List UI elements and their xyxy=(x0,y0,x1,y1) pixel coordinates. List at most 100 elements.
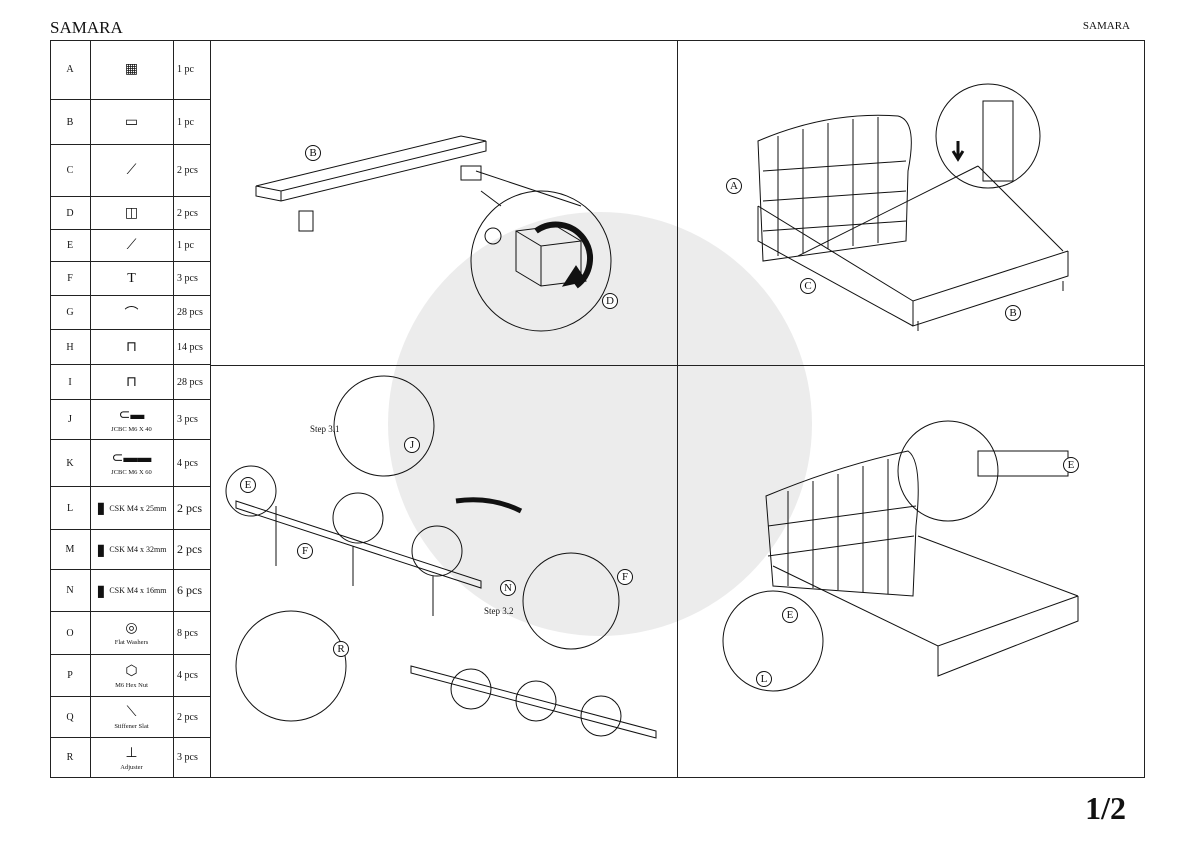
part-icon: ⊂▬▬ xyxy=(111,451,152,466)
part-letter: J xyxy=(50,400,91,439)
part-quantity: 4 pcs xyxy=(177,457,198,469)
instruction-frame xyxy=(50,40,1145,778)
watermark-logo xyxy=(388,212,812,636)
part-quantity: 2 pcs xyxy=(177,207,198,219)
part-caption: Stiffener Slat xyxy=(114,722,149,730)
part-letter: G xyxy=(50,296,91,329)
part-icon: ▦ xyxy=(124,62,139,77)
part-letter: N xyxy=(50,570,91,611)
part-caption: CSK M4 x 16mm xyxy=(109,586,167,595)
parts-list-row: F T 3 pcs xyxy=(50,262,210,296)
part-caption: Adjuster xyxy=(120,763,143,771)
part-quantity: 6 pcs xyxy=(177,583,202,597)
callout-f: F xyxy=(617,569,633,585)
part-icon: ⊓ xyxy=(126,339,137,355)
part-icon: ⊓ xyxy=(126,374,137,390)
part-image: ▭ xyxy=(90,100,174,144)
part-caption: CSK M4 x 25mm xyxy=(109,503,167,513)
part-letter: F xyxy=(50,262,91,295)
parts-list-row: C ⟋ 2 pcs xyxy=(50,145,210,197)
part-image: ◎Flat Washers xyxy=(90,612,174,654)
page-number: 1/2 xyxy=(1085,790,1126,826)
parts-list-row: M ▮CSK M4 x 32mm 2 pcs xyxy=(50,530,210,570)
part-quantity: 28 pcs xyxy=(177,376,203,388)
divider xyxy=(210,365,1145,366)
callout-r: R xyxy=(333,641,349,657)
part-icon: ⊥ xyxy=(125,745,138,761)
parts-list-row: I ⊓ 28 pcs xyxy=(50,365,210,400)
part-image: ⬡M6 Hex Nut xyxy=(90,655,174,696)
part-image: ◫ xyxy=(90,197,174,229)
part-icon: ⟋ xyxy=(126,162,137,178)
part-image: ▮CSK M4 x 25mm xyxy=(90,487,174,529)
callout-e: E xyxy=(240,477,256,493)
part-icon: ⟋ xyxy=(126,237,137,253)
part-caption: JCBC M6 X 40 xyxy=(111,425,152,433)
part-icon: ⊂▬ xyxy=(118,407,145,423)
part-quantity: 4 pcs xyxy=(177,670,198,681)
parts-list-row: L ▮CSK M4 x 25mm 2 pcs xyxy=(50,487,210,530)
callout-d: D xyxy=(602,293,618,309)
part-image: ⊂▬ JCBC M6 X 40 xyxy=(90,400,174,439)
part-letter: D xyxy=(50,197,91,229)
part-image: ⊓ xyxy=(90,330,174,364)
step-3-2-label: Step 3.2 xyxy=(484,606,514,616)
part-quantity: 2 pcs xyxy=(177,542,202,556)
step-4-diagram xyxy=(722,420,1079,692)
step-3-1-label: Step 3.1 xyxy=(310,424,340,434)
callout-n: N xyxy=(500,580,516,596)
part-image: ⟋ xyxy=(90,230,174,261)
parts-list-row: G ⌒ 28 pcs xyxy=(50,296,210,330)
part-icon: ◫ xyxy=(124,205,139,221)
part-letter: I xyxy=(50,365,91,399)
step-3-diagram xyxy=(225,375,657,739)
part-quantity: 1 pc xyxy=(177,240,194,251)
part-letter: C xyxy=(50,145,91,196)
callout-c: C xyxy=(800,278,816,294)
part-letter: M xyxy=(50,530,91,569)
part-quantity: 2 pcs xyxy=(177,711,198,723)
step-1-diagram xyxy=(255,135,612,332)
part-icon: ◎ xyxy=(125,621,138,636)
callout-b: B xyxy=(1005,305,1021,321)
callout-j: J xyxy=(404,437,420,453)
part-letter: B xyxy=(50,100,91,144)
part-quantity: 1 pc xyxy=(177,64,194,75)
parts-list-row: E ⟋ 1 pc xyxy=(50,230,210,262)
part-image: ⟋ xyxy=(90,145,174,196)
part-image: ⊥ Adjuster xyxy=(90,738,174,777)
part-icon: ▮ xyxy=(96,582,106,600)
part-icon: ⬡ xyxy=(125,663,138,679)
part-quantity: 2 pcs xyxy=(177,500,202,515)
part-quantity: 3 pcs xyxy=(177,752,198,763)
parts-list-row: R ⊥ Adjuster 3 pcs xyxy=(50,738,210,778)
part-letter: L xyxy=(50,487,91,529)
document-title: SAMARA xyxy=(50,18,123,37)
part-image: ⌒ xyxy=(90,296,174,329)
part-letter: O xyxy=(50,612,91,654)
parts-list-row: J ⊂▬ JCBC M6 X 40 3 pcs xyxy=(50,400,210,440)
document-title-right: SAMARA xyxy=(1082,20,1130,32)
part-image: ⊂▬▬JCBC M6 X 60 xyxy=(90,440,174,486)
part-icon: ⟍ xyxy=(126,704,137,720)
part-image: ▮CSK M4 x 16mm xyxy=(90,570,174,611)
part-image: T xyxy=(90,262,174,295)
parts-list-row: A ▦ 1 pc xyxy=(50,40,210,100)
step-2-diagram xyxy=(757,83,1069,331)
part-quantity: 3 pcs xyxy=(177,414,198,425)
part-quantity: 1 pc xyxy=(177,116,194,128)
part-image: ⟍ Stiffener Slat xyxy=(90,697,174,737)
part-icon: ▮ xyxy=(96,500,106,517)
callout-b: B xyxy=(305,145,321,161)
parts-list-row: N ▮CSK M4 x 16mm 6 pcs xyxy=(50,570,210,612)
part-letter: R xyxy=(50,738,91,777)
callout-f: F xyxy=(297,543,313,559)
part-icon: ⌒ xyxy=(124,306,139,322)
part-letter: H xyxy=(50,330,91,364)
callout-e: E xyxy=(782,607,798,623)
part-letter: P xyxy=(50,655,91,696)
part-icon: ▮ xyxy=(96,541,106,559)
part-quantity: 3 pcs xyxy=(177,273,198,284)
parts-list-row: D ◫ 2 pcs xyxy=(50,197,210,230)
parts-list-row: P ⬡M6 Hex Nut 4 pcs xyxy=(50,655,210,697)
